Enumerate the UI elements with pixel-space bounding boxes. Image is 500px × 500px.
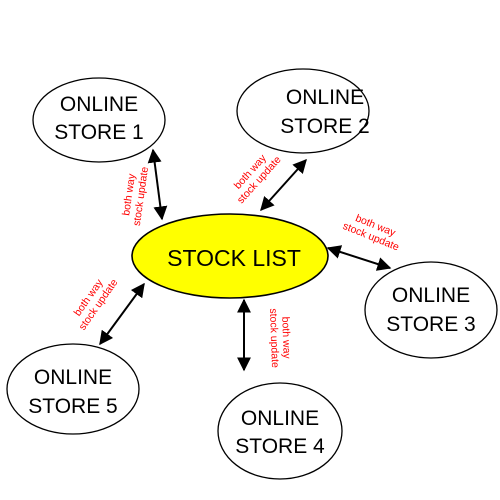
store-label-line2: STORE 4: [235, 435, 325, 458]
store-label-line2: STORE 3: [386, 313, 475, 336]
store-node-1: ONLINE STORE 1: [32, 77, 166, 163]
hub-node-stock-list: STOCK LIST: [131, 213, 329, 299]
store-node-4: ONLINE STORE 4: [217, 382, 343, 480]
store-label-line1: ONLINE: [34, 366, 112, 389]
connector-store-5: [99, 282, 145, 346]
connector-store-1: [147, 148, 168, 221]
connectors: [99, 148, 392, 372]
store-node-3: ONLINE STORE 3: [364, 261, 498, 359]
store-label-line1: ONLINE: [241, 407, 319, 430]
edge-label-store-1: both way stock update: [120, 166, 151, 227]
store-label-line1: ONLINE: [60, 93, 138, 116]
store-label-line2: STORE 5: [28, 395, 117, 418]
store-node-5: ONLINE STORE 5: [6, 343, 140, 435]
connector-store-3: [326, 245, 392, 271]
store-label-line2: STORE 1: [54, 121, 143, 144]
hub-ellipse: [131, 213, 329, 299]
edge-label-store-2: both way stock update: [232, 152, 284, 206]
store-node-2: ONLINE STORE 2: [236, 68, 370, 154]
store-label-line1: ONLINE: [392, 284, 470, 307]
edge-label-line2: stock update: [267, 308, 281, 368]
store-label-line1: ONLINE: [286, 86, 364, 109]
store-ellipse: [32, 77, 166, 163]
hub-label: STOCK LIST: [167, 245, 301, 271]
edge-label-line1: both way: [120, 172, 138, 216]
edge-label-store-4: both way stock update: [267, 308, 293, 368]
edge-label-store-3: both way stock update: [341, 212, 401, 253]
store-ellipse: [364, 261, 498, 359]
store-ellipse: [217, 382, 343, 480]
store-label-line2: STORE 2: [280, 115, 369, 138]
edge-label-line1: both way: [279, 316, 292, 359]
store-ellipse: [236, 68, 370, 154]
store-ellipse: [6, 343, 140, 435]
edge-label-store-5: both way stock update: [72, 277, 121, 333]
connector-store-2: [260, 158, 307, 212]
